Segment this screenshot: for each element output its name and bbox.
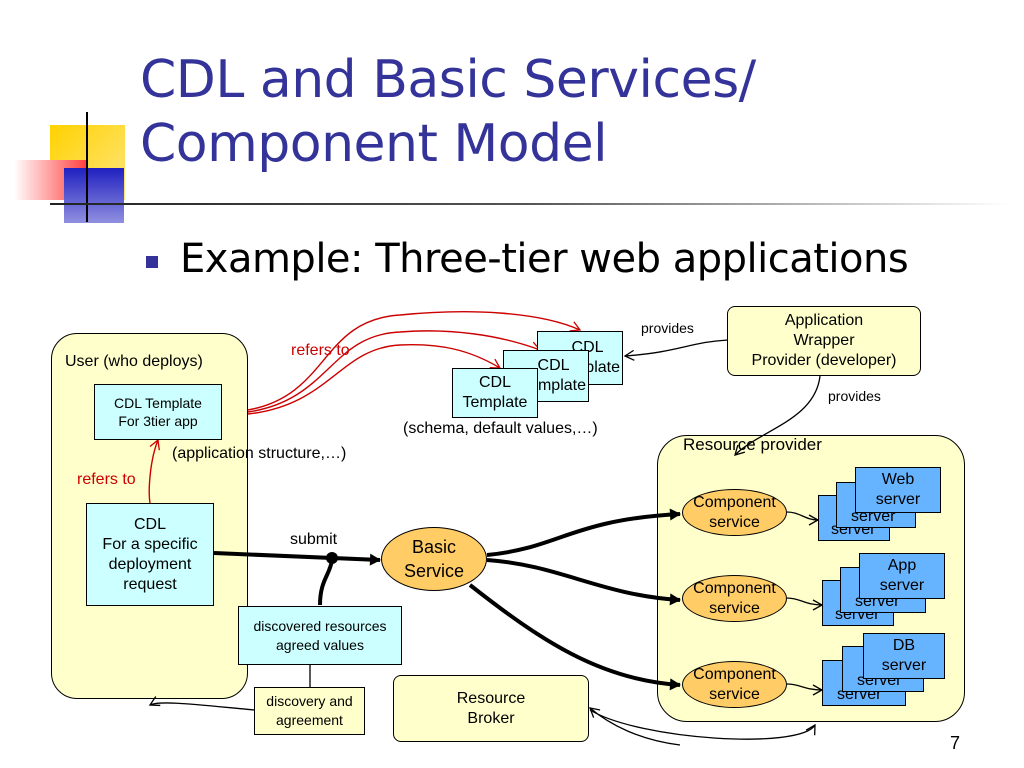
discovered-link [318, 559, 334, 606]
app-wrapper-provider: Application Wrapper Provider (developer) [727, 306, 921, 376]
component-to-app [786, 597, 824, 611]
submit-arrow [213, 551, 381, 566]
slide-title: CDL and Basic Services/ Component Model [140, 50, 756, 174]
component-to-db [786, 683, 824, 696]
application-structure-note: (application structure,…) [172, 445, 347, 462]
broker-to-provider-arrow [589, 709, 816, 740]
component-service-3: Component service [682, 661, 787, 708]
db-server: DB server [863, 633, 945, 679]
component-service-2: Component service [682, 575, 787, 622]
discovery-agreement: discovery and agreement [254, 687, 365, 735]
bullet-square-icon [146, 256, 158, 268]
schema-note: (schema, default values,…) [403, 420, 598, 437]
refers-to-label-left: refers to [77, 471, 136, 488]
provides-arrow-right [734, 375, 821, 456]
bullet-text: Example: Three-tier web applications [180, 236, 909, 282]
refers-to-arrow-3 [247, 343, 502, 415]
cdl-specific-request: CDL For a specific deployment request [86, 503, 214, 606]
provides-label-top: provides [641, 320, 694, 336]
submit-label: submit [290, 531, 338, 548]
basic-to-component-3 [468, 583, 681, 691]
refers-to-arrow-1 [247, 311, 582, 411]
refers-to-label-top: refers to [291, 342, 350, 359]
title-underline [50, 203, 1010, 205]
provides-arrow-top [623, 339, 729, 361]
resource-broker: Resource Broker [393, 675, 589, 742]
refers-to-arrow-2 [247, 330, 542, 413]
basic-to-component-1 [486, 508, 681, 557]
web-server: Web server [855, 467, 941, 513]
provides-label-right: provides [828, 388, 881, 404]
resource-provider-label: Resource provider [683, 435, 822, 454]
app-server: App server [859, 553, 945, 599]
user-region-label: User (who deploys) [65, 353, 203, 370]
decor-vertical-line [86, 112, 88, 222]
cdl-template-front: CDL Template [452, 368, 538, 418]
cdl-template-3tier: CDL Template For 3tier app [94, 384, 222, 440]
component-to-web [786, 511, 820, 526]
component-service-1: Component service [682, 489, 787, 536]
page-number: 7 [950, 733, 961, 753]
broker-from-provider-arrow [588, 707, 681, 746]
basic-to-component-2 [486, 558, 681, 606]
decor-blue-square [64, 168, 124, 223]
broker-to-user-arrow [148, 696, 256, 711]
refers-to-arrow-left [148, 438, 160, 504]
basic-service: Basic Service [381, 527, 487, 591]
discovered-resources: discovered resources agreed values [238, 606, 402, 665]
